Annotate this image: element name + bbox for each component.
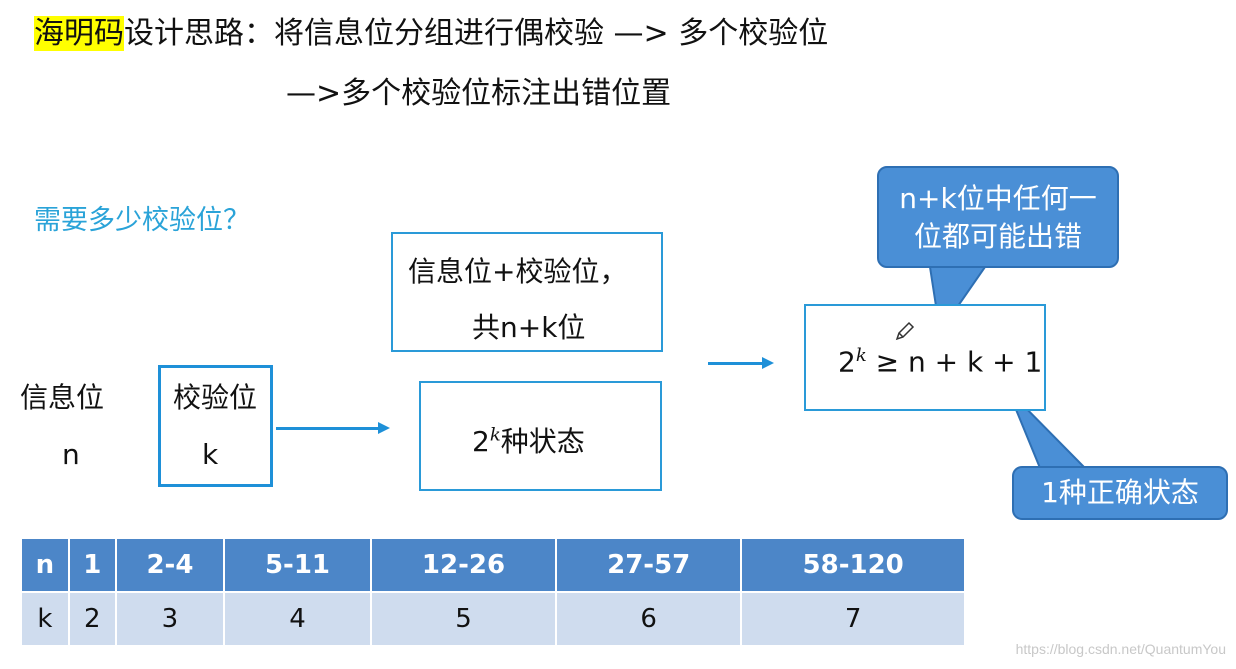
- table-cell: k: [20, 591, 70, 647]
- watermark: https://blog.csdn.net/QuantumYou: [1015, 641, 1226, 657]
- check-bits-box: [158, 365, 273, 487]
- table-cell: 4: [223, 591, 372, 647]
- states-suffix: 种状态: [500, 425, 585, 458]
- table-header-cell: 12-26: [369, 537, 558, 593]
- info-bits-var: n: [62, 438, 80, 471]
- total-bits-box: [391, 232, 663, 352]
- check-bits-label: 校验位: [173, 381, 258, 414]
- title-line-1: 海明码设计思路：将信息位分组进行偶校验 —> 多个校验位: [34, 12, 828, 56]
- check-bits-var: k: [202, 438, 219, 471]
- formula-text: 2k ≥ n + k + 1: [838, 345, 1042, 378]
- callout-any-bit-error: n+k位中任何一 位都可能出错: [877, 166, 1119, 268]
- total-bits-line2: 共n+k位: [472, 311, 586, 344]
- table-header-cell: 1: [67, 537, 117, 593]
- title-rest: 设计思路：将信息位分组进行偶校验 —> 多个校验位: [124, 16, 829, 51]
- title-highlight: 海明码: [34, 16, 124, 51]
- table-cell: 7: [740, 591, 966, 647]
- arrow-line-2: [708, 362, 762, 365]
- table-cell: 6: [555, 591, 743, 647]
- states-box: [419, 381, 662, 491]
- title-line-2: —>多个校验位标注出错位置: [286, 76, 672, 111]
- table-row: k 2 3 4 5 6 7: [20, 591, 966, 647]
- table-cell: 3: [114, 591, 226, 647]
- info-bits-label: 信息位: [20, 381, 105, 414]
- table-header-cell: 27-57: [555, 537, 743, 593]
- table-header-cell: 2-4: [114, 537, 226, 593]
- states-base: 2: [472, 425, 490, 458]
- arrowhead-1: [378, 422, 390, 434]
- table-cell: 2: [67, 591, 117, 647]
- table-header-cell: 58-120: [740, 537, 966, 593]
- callout-top-line2: 位都可能出错: [913, 220, 1082, 253]
- table-cell: 5: [369, 591, 558, 647]
- formula-rest: ≥ n + k + 1: [866, 345, 1043, 379]
- bits-table: n 1 2-4 5-11 12-26 27-57 58-120 k 2 3 4 …: [20, 537, 966, 647]
- arrowhead-2: [762, 357, 774, 369]
- total-bits-line1: 信息位+校验位，: [408, 255, 628, 288]
- formula-box: [804, 304, 1046, 411]
- table-header-cell: n: [20, 537, 70, 593]
- table-header-cell: 5-11: [223, 537, 372, 593]
- states-exponent: k: [489, 424, 501, 446]
- arrow-line-1: [276, 427, 378, 430]
- callout-correct-state: 1种正确状态: [1012, 466, 1228, 520]
- table-header-row: n 1 2-4 5-11 12-26 27-57 58-120: [20, 537, 966, 593]
- callout-top-line1: n+k位中任何一: [899, 182, 1097, 215]
- pencil-icon: [895, 321, 915, 341]
- formula-exponent: k: [855, 345, 867, 366]
- formula-base: 2: [838, 345, 856, 379]
- states-text: 2k种状态: [472, 420, 585, 460]
- question-text: 需要多少校验位？: [34, 205, 250, 236]
